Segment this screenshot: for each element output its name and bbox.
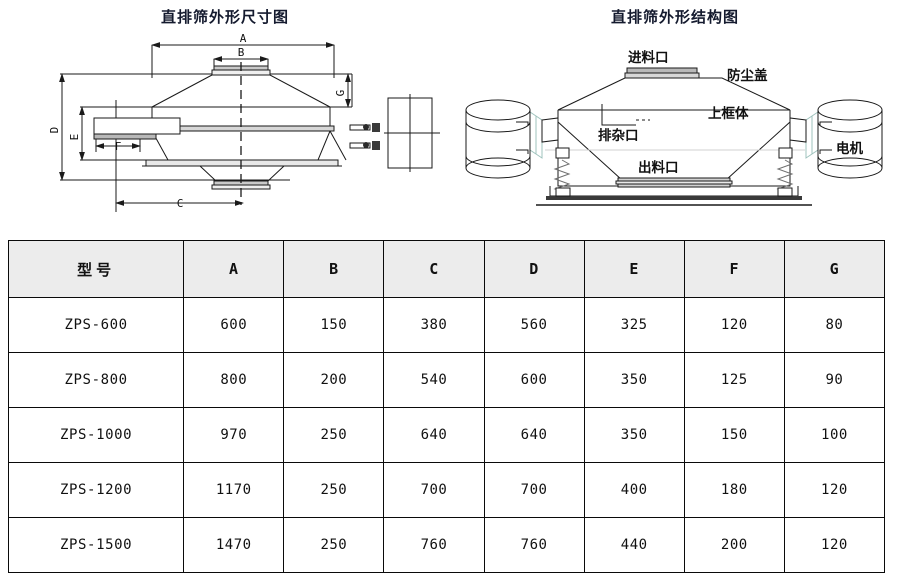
diagram-title-outline: 直排筛外形尺寸图 xyxy=(160,8,289,26)
cell-dimension-e: 440 xyxy=(583,517,685,573)
label-discharge-outlet: 出料口 xyxy=(638,159,679,176)
column-header-b: B xyxy=(283,240,385,298)
cell-model: ZPS-1500 xyxy=(7,517,185,573)
dimension-label-a: A xyxy=(240,32,247,45)
outline-dimension-svg: A B C D E F G xyxy=(48,32,440,212)
cell-dimension-g: 80 xyxy=(783,297,886,353)
label-waste-outlet: 排杂口 xyxy=(598,127,639,144)
dimension-label-e: E xyxy=(68,134,81,141)
cell-dimension-c: 700 xyxy=(383,462,485,518)
dimension-label-f: F xyxy=(115,140,122,153)
cell-dimension-f: 150 xyxy=(683,407,785,463)
outline-dimension-diagram: 直排筛外形尺寸图 xyxy=(0,0,450,232)
cell-dimension-e: 350 xyxy=(583,352,685,408)
cell-dimension-b: 200 xyxy=(283,352,385,408)
dimension-label-d: D xyxy=(48,127,61,134)
structure-svg: 进料口 防尘盖 上框体 排杂口 出料口 电机 xyxy=(465,49,883,206)
cell-dimension-d: 600 xyxy=(483,352,585,408)
cell-dimension-b: 250 xyxy=(283,517,385,573)
cell-dimension-b: 150 xyxy=(283,297,385,353)
cell-dimension-e: 400 xyxy=(583,462,685,518)
cell-dimension-g: 90 xyxy=(783,352,886,408)
cell-model: ZPS-1200 xyxy=(7,462,185,518)
column-header-a: A xyxy=(183,240,285,298)
column-header-e: E xyxy=(583,240,685,298)
cell-dimension-g: 120 xyxy=(783,462,886,518)
diagram-title-structure: 直排筛外形结构图 xyxy=(610,8,739,26)
label-feed-inlet: 进料口 xyxy=(628,49,669,66)
cell-dimension-a: 600 xyxy=(183,297,285,353)
dimension-label-b: B xyxy=(238,46,245,59)
cell-dimension-d: 640 xyxy=(483,407,585,463)
cell-dimension-a: 1470 xyxy=(183,517,285,573)
cell-dimension-d: 560 xyxy=(483,297,585,353)
cell-dimension-e: 325 xyxy=(583,297,685,353)
column-header-g: G xyxy=(783,240,886,298)
cell-dimension-f: 200 xyxy=(683,517,785,573)
cell-dimension-f: 180 xyxy=(683,462,785,518)
cell-model: ZPS-1000 xyxy=(7,407,185,463)
cell-dimension-f: 125 xyxy=(683,352,785,408)
column-header-model: 型号 xyxy=(7,240,185,298)
column-header-c: C xyxy=(383,240,485,298)
cell-dimension-a: 1170 xyxy=(183,462,285,518)
label-dust-cover: 防尘盖 xyxy=(727,67,768,84)
structure-diagram: 直排筛外形结构图 xyxy=(450,0,900,232)
label-motor: 电机 xyxy=(836,140,864,157)
cell-dimension-a: 970 xyxy=(183,407,285,463)
cell-dimension-c: 380 xyxy=(383,297,485,353)
cell-dimension-b: 250 xyxy=(283,462,385,518)
cell-dimension-b: 250 xyxy=(283,407,385,463)
cell-dimension-d: 760 xyxy=(483,517,585,573)
cell-dimension-c: 540 xyxy=(383,352,485,408)
column-header-d: D xyxy=(483,240,585,298)
cell-dimension-e: 350 xyxy=(583,407,685,463)
table-header-row: 型号 A B C D E F G xyxy=(7,240,886,298)
cell-dimension-c: 640 xyxy=(383,407,485,463)
cell-dimension-g: 120 xyxy=(783,517,886,573)
dimension-label-c: C xyxy=(177,197,184,210)
cell-dimension-f: 120 xyxy=(683,297,785,353)
column-header-f: F xyxy=(683,240,785,298)
dimension-label-g: G xyxy=(334,90,347,97)
cell-dimension-a: 800 xyxy=(183,352,285,408)
label-upper-frame: 上框体 xyxy=(708,105,749,122)
cell-model: ZPS-600 xyxy=(7,297,185,353)
cell-dimension-g: 100 xyxy=(783,407,886,463)
cell-model: ZPS-800 xyxy=(7,352,185,408)
cell-dimension-d: 700 xyxy=(483,462,585,518)
cell-dimension-c: 760 xyxy=(383,517,485,573)
